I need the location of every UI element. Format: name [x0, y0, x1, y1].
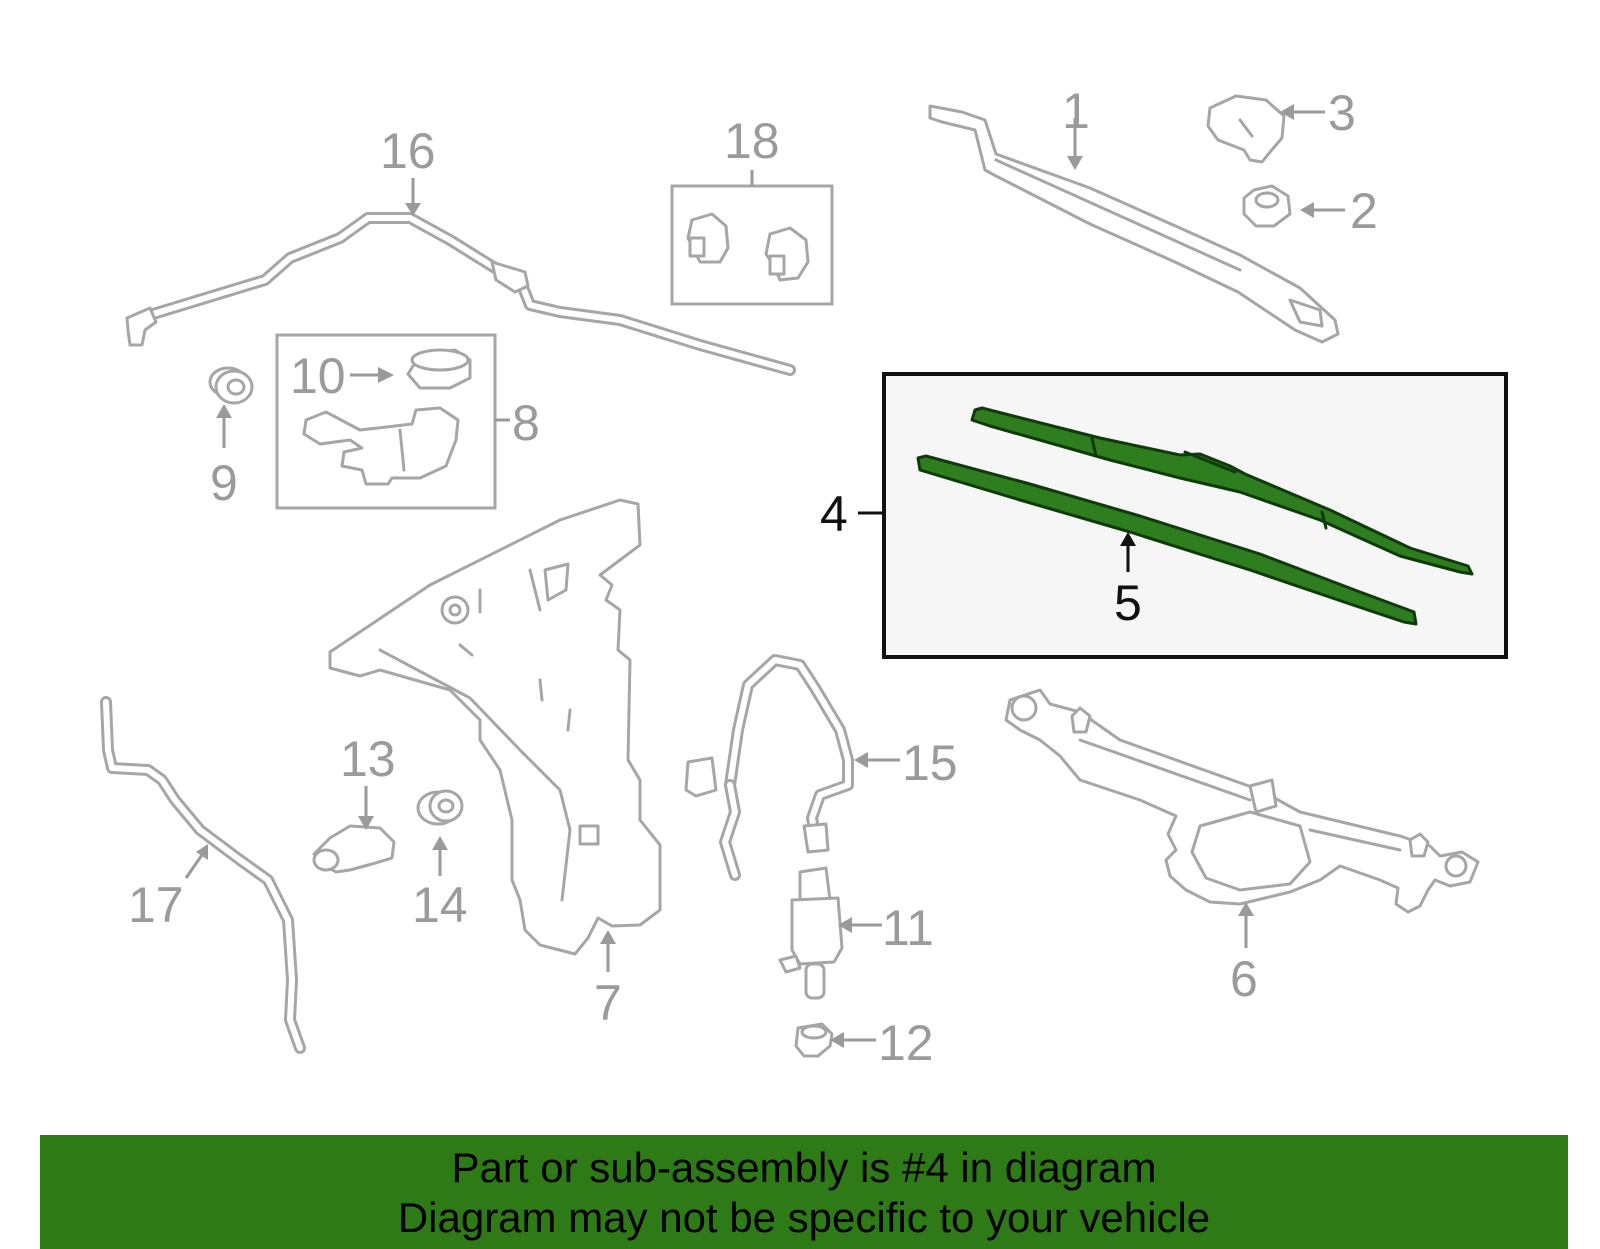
callout-18: 18: [724, 113, 780, 169]
callout-9: 9: [210, 455, 238, 511]
nut-2[interactable]: [1242, 184, 1292, 228]
sensor-grommet-14[interactable]: [416, 789, 464, 826]
info-line-part: Part or sub-assembly is #4 in diagram: [451, 1144, 1157, 1191]
callout-15: 15: [902, 735, 958, 791]
grommet-9[interactable]: [208, 366, 254, 405]
wiper-motor-linkage-6[interactable]: [1004, 688, 1480, 914]
info-line-disclaimer: Diagram may not be specific to your vehi…: [397, 1194, 1211, 1241]
info-banner: Part or sub-assembly is #4 in diagram Di…: [40, 1135, 1568, 1249]
washer-hose-16[interactable]: [125, 212, 796, 376]
callout-12: 12: [878, 1015, 934, 1071]
callout-13: 13: [340, 731, 396, 787]
arm-cap-3[interactable]: [1206, 94, 1286, 164]
callout-4: 4: [820, 486, 848, 542]
wiper-blade-4[interactable]: [970, 406, 1474, 576]
wiper-refill-5[interactable]: [916, 454, 1418, 626]
callout-5: 5: [1114, 575, 1142, 631]
callout-16: 16: [380, 123, 436, 179]
wiper-arm-1[interactable]: [928, 104, 1340, 344]
pump-grommet-12[interactable]: [794, 1022, 834, 1058]
callout-3: 3: [1328, 85, 1356, 141]
callout-10: 10: [290, 348, 346, 404]
wiring-harness-15[interactable]: [684, 654, 854, 881]
callout-11: 11: [882, 900, 934, 956]
washer-reservoir-7[interactable]: [328, 498, 662, 956]
callout-17: 17: [128, 877, 184, 933]
callout-6: 6: [1230, 951, 1258, 1007]
nozzle-kit-18[interactable]: [670, 184, 834, 306]
level-sensor-13[interactable]: [312, 824, 396, 874]
callout-7: 7: [594, 975, 622, 1031]
callout-8: 8: [512, 395, 540, 451]
filler-tube-17[interactable]: [100, 696, 306, 1054]
callout-2: 2: [1350, 183, 1378, 239]
callout-14: 14: [412, 877, 468, 933]
callout-1: 1: [1062, 83, 1090, 139]
washer-pump-kit-8[interactable]: [275, 333, 497, 510]
washer-pump-11[interactable]: [778, 866, 844, 1000]
